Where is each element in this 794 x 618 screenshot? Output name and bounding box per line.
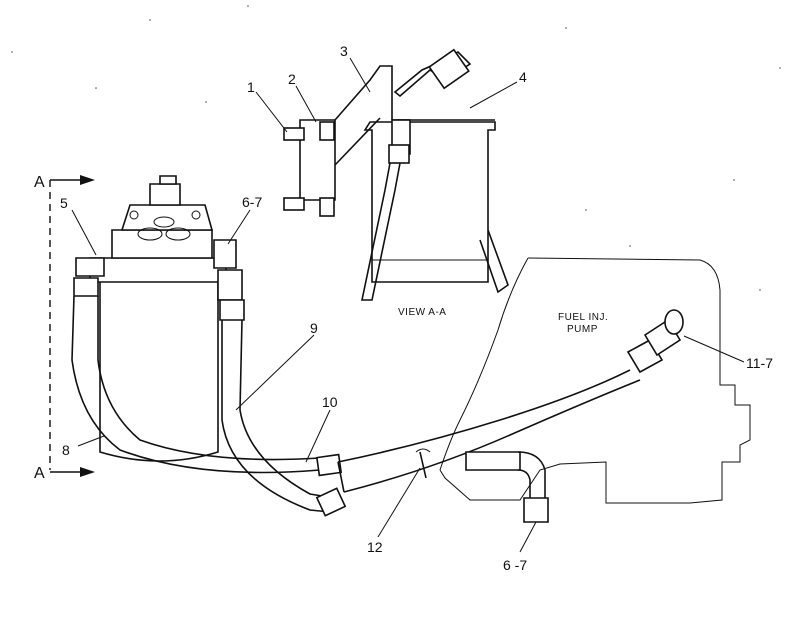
callout-1: 1 [247, 79, 255, 95]
callout-2: 2 [288, 71, 296, 87]
view-a-a-detail [283, 48, 509, 301]
section-line-a-a [49, 175, 95, 477]
callout-3: 3 [340, 43, 348, 59]
section-mark-bottom: A [34, 465, 45, 482]
arrow-right-icon [80, 467, 95, 477]
callout-6-7-bottom: 6 -7 [503, 557, 527, 573]
callout-5: 5 [60, 195, 68, 211]
fuel-injection-pump-outline [439, 257, 751, 504]
callout-10: 10 [322, 394, 338, 410]
callout-12: 12 [367, 539, 383, 555]
leader-lines [71, 57, 745, 553]
pump-label-line1: FUEL INJ. [558, 312, 608, 323]
fuel-filter-assembly [73, 175, 245, 462]
callout-11-7: 11-7 [746, 355, 773, 371]
scan-specks [11, 5, 781, 291]
callout-9: 9 [310, 320, 318, 336]
section-mark-top: A [34, 174, 45, 191]
view-label: VIEW A-A [398, 307, 446, 318]
callout-6-7-top: 6-7 [242, 194, 262, 210]
callout-8: 8 [62, 442, 70, 458]
arrow-right-icon [80, 175, 95, 185]
pump-label-line2: PUMP [567, 324, 598, 335]
callout-4: 4 [519, 69, 527, 85]
fuel-hoses [71, 295, 684, 523]
